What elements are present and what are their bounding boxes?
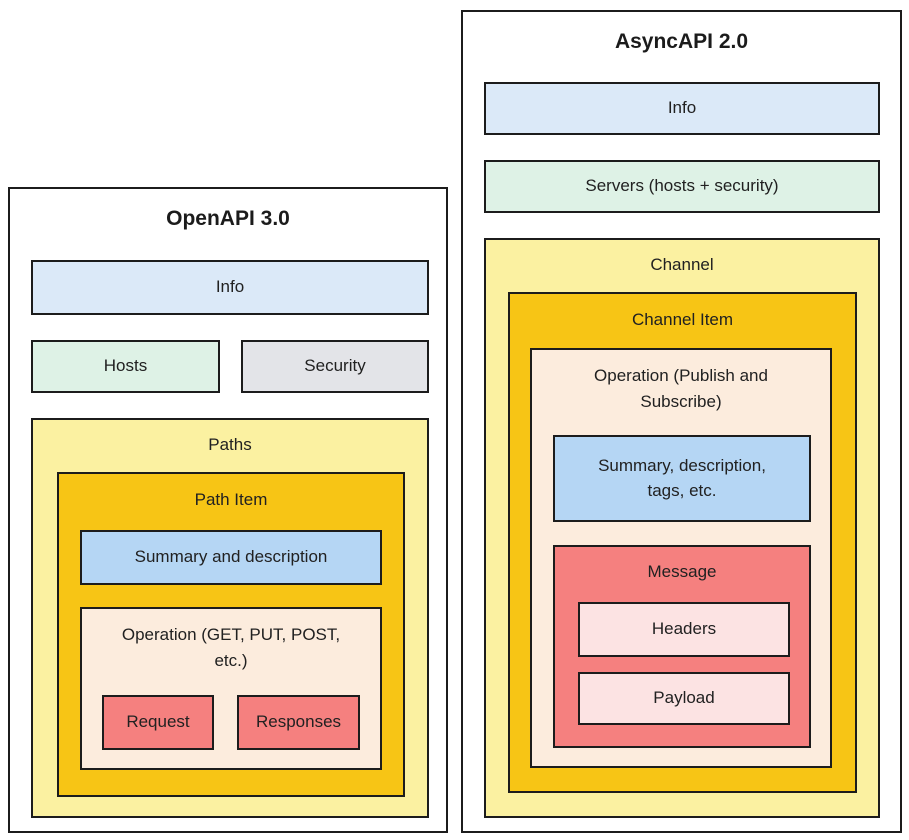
asyncapi-message-box: Message Headers Payload	[553, 545, 811, 748]
asyncapi-title: AsyncAPI 2.0	[614, 30, 749, 53]
asyncapi-operation-label: Operation (Publish and Subscribe)	[594, 366, 768, 411]
openapi-panel: OpenAPI 3.0 Info Hosts Security Paths Pa…	[8, 187, 448, 833]
asyncapi-channel-box: Channel Channel Item Operation (Publish …	[484, 238, 880, 818]
openapi-operation-box: Operation (GET, PUT, POST, etc.) Request…	[80, 607, 382, 770]
openapi-path-item-label: Path Item	[194, 490, 268, 509]
openapi-path-item-box: Path Item Summary and description Operat…	[57, 472, 405, 797]
asyncapi-servers-box: Servers (hosts + security)	[484, 160, 880, 213]
openapi-info-box: Info	[31, 260, 429, 315]
asyncapi-info-box: Info	[484, 82, 880, 135]
asyncapi-panel: AsyncAPI 2.0 Info Servers (hosts + secur…	[461, 10, 902, 833]
openapi-paths-label: Paths	[208, 435, 252, 454]
asyncapi-summary-label: Summary, description, tags, etc.	[598, 455, 766, 500]
openapi-security-box: Security	[241, 340, 429, 393]
openapi-hosts-box: Hosts	[31, 340, 220, 393]
asyncapi-payload-box: Payload	[578, 672, 790, 725]
openapi-request-box: Request	[102, 695, 214, 750]
asyncapi-channel-label: Channel	[650, 255, 714, 274]
openapi-paths-box: Paths Path Item Summary and description …	[31, 418, 429, 818]
asyncapi-channel-item-label: Channel Item	[631, 310, 734, 329]
asyncapi-channel-item-box: Channel Item Operation (Publish and Subs…	[508, 292, 857, 793]
asyncapi-operation-box: Operation (Publish and Subscribe) Summar…	[530, 348, 832, 768]
asyncapi-summary-box: Summary, description, tags, etc.	[553, 435, 811, 522]
openapi-title: OpenAPI 3.0	[166, 207, 290, 230]
openapi-responses-box: Responses	[237, 695, 360, 750]
asyncapi-headers-box: Headers	[578, 602, 790, 657]
openapi-operation-label: Operation (GET, PUT, POST, etc.)	[121, 625, 341, 670]
openapi-summary-box: Summary and description	[80, 530, 382, 585]
asyncapi-message-label: Message	[647, 562, 717, 581]
